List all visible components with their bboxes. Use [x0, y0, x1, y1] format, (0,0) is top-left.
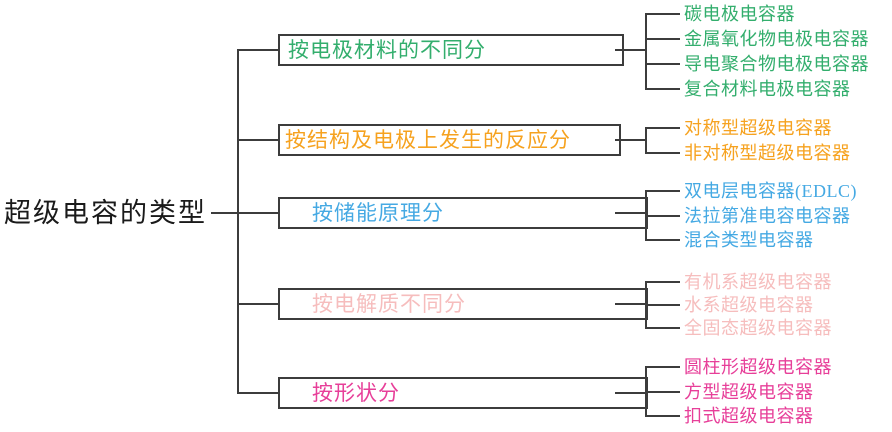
- branch-connector-line: [237, 212, 278, 214]
- leaf-tick-line: [645, 88, 680, 90]
- leaf-tick-line: [645, 127, 680, 129]
- leaf-label: 对称型超级电容器: [684, 118, 832, 138]
- box-to-leaves-connector-line: [615, 49, 647, 51]
- leaf-tick-line: [645, 366, 680, 368]
- leaf-label: 扣式超级电容器: [684, 406, 814, 426]
- leaf-junction-line: [645, 127, 647, 154]
- leaf-label: 圆柱形超级电容器: [684, 357, 832, 377]
- category-box-electrolyte: 按电解质不同分: [278, 288, 648, 320]
- leaf-label: 复合材料电极电容器: [684, 79, 851, 99]
- leaf-tick-line: [645, 215, 680, 217]
- leaf-tick-line: [645, 304, 680, 306]
- leaf-label: 法拉第准电容电容器: [684, 206, 851, 226]
- leaf-label: 水系超级电容器: [684, 295, 814, 315]
- branch-connector-line: [237, 303, 278, 305]
- category-box-storage-principle: 按储能原理分: [278, 197, 648, 229]
- leaf-tick-line: [645, 281, 680, 283]
- leaf-tick-line: [645, 13, 680, 15]
- category-box-structure-reaction: 按结构及电极上发生的反应分: [278, 124, 621, 156]
- box-to-leaves-connector-line: [615, 139, 647, 141]
- trunk-line: [237, 49, 239, 394]
- leaf-label: 混合类型电容器: [684, 230, 814, 250]
- box-to-leaves-connector-line: [615, 392, 647, 394]
- branch-connector-line: [237, 49, 278, 51]
- leaf-label: 碳电极电容器: [684, 4, 795, 24]
- leaf-label: 有机系超级电容器: [684, 272, 832, 292]
- leaf-junction-line: [645, 13, 647, 90]
- branch-connector-line: [237, 139, 278, 141]
- branch-connector-line: [237, 392, 278, 394]
- leaf-tick-line: [645, 152, 680, 154]
- leaf-tick-line: [645, 63, 680, 65]
- leaf-label: 双电层电容器(EDLC): [684, 181, 857, 201]
- root-label: 超级电容的类型: [4, 198, 207, 228]
- leaf-tick-line: [645, 239, 680, 241]
- root-connector-line: [211, 212, 239, 214]
- box-to-leaves-connector-line: [615, 303, 647, 305]
- leaf-tick-line: [645, 327, 680, 329]
- box-to-leaves-connector-line: [615, 212, 647, 214]
- leaf-tick-line: [645, 190, 680, 192]
- category-box-electrode-material: 按电极材料的不同分: [278, 34, 624, 66]
- category-box-shape: 按形状分: [278, 377, 648, 409]
- leaf-label: 金属氧化物电极电容器: [684, 29, 869, 49]
- leaf-tick-line: [645, 415, 680, 417]
- leaf-tick-line: [645, 391, 680, 393]
- leaf-tick-line: [645, 38, 680, 40]
- leaf-label: 方型超级电容器: [684, 382, 814, 402]
- leaf-label: 非对称型超级电容器: [684, 143, 851, 163]
- leaf-label: 全固态超级电容器: [684, 318, 832, 338]
- leaf-label: 导电聚合物电极电容器: [684, 54, 869, 74]
